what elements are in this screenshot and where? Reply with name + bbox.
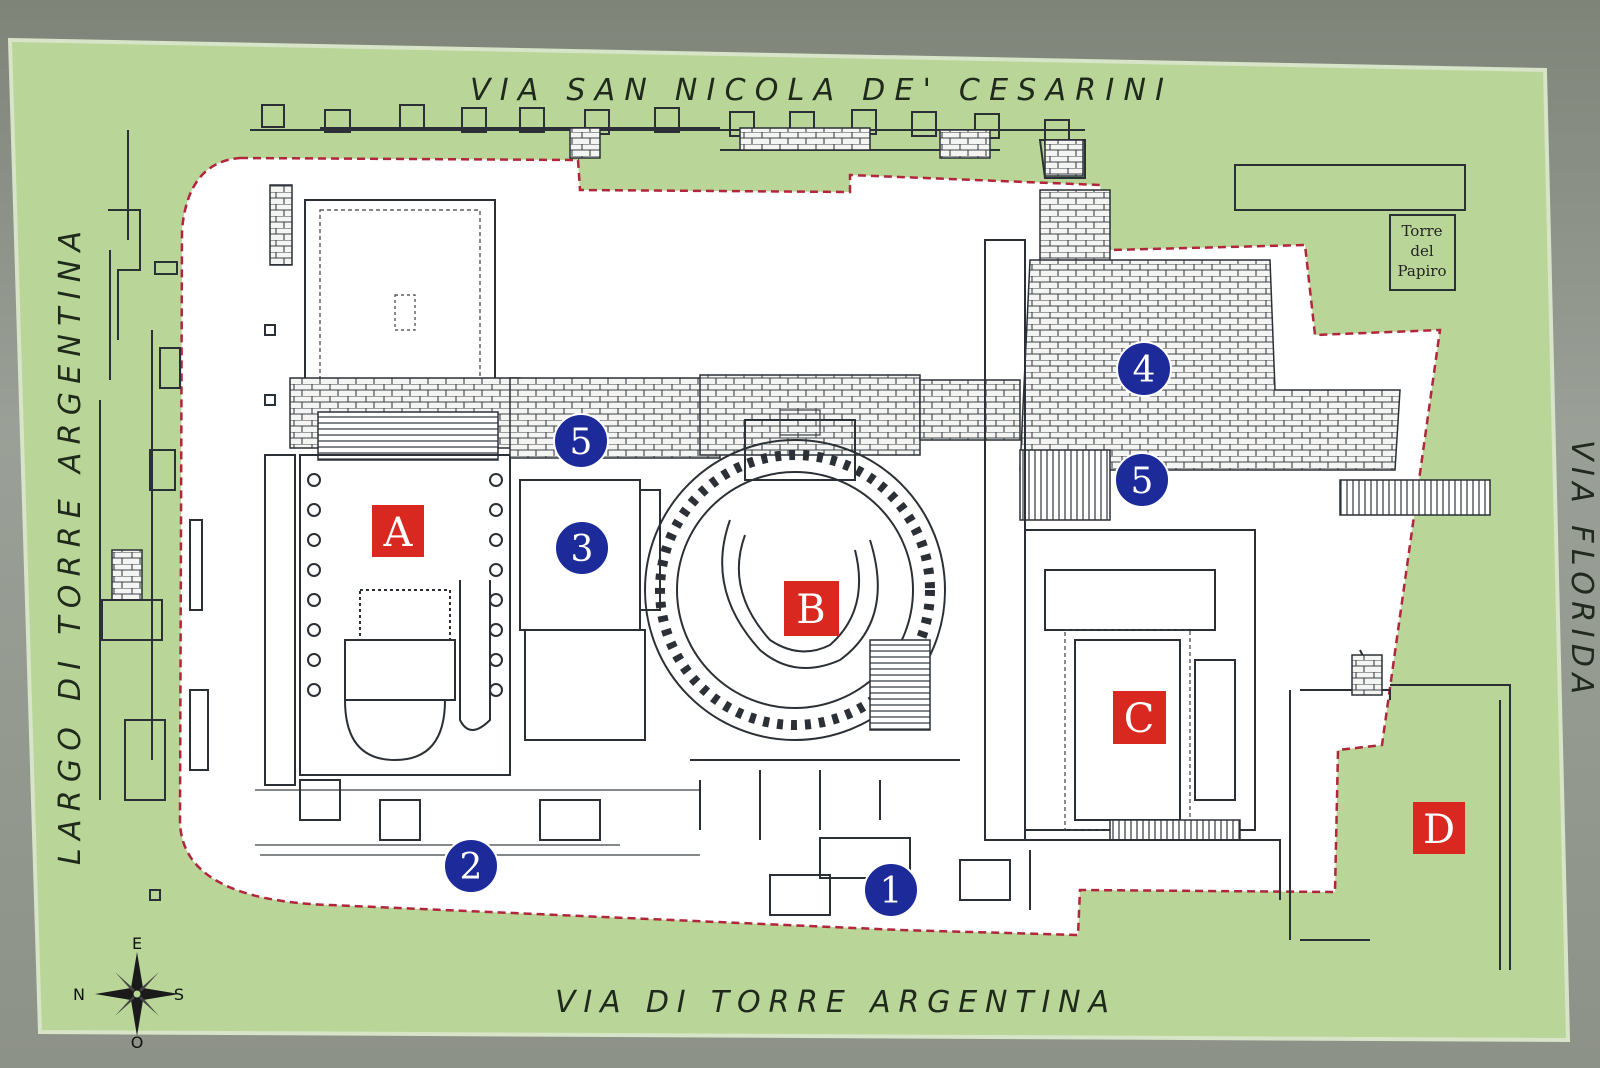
svg-text:B: B: [796, 587, 825, 633]
column-drum: [307, 563, 321, 577]
compass-west: O: [131, 1033, 144, 1052]
column-drum: [489, 533, 503, 547]
street-south: VIA DI TORRE ARGENTINA: [555, 985, 1115, 1020]
column-drum: [307, 593, 321, 607]
compass-south: S: [174, 985, 184, 1004]
column-drum: [489, 473, 503, 487]
svg-text:D: D: [1423, 807, 1455, 853]
temple-a-columns: [307, 473, 503, 697]
temple-a-plan: [255, 184, 700, 856]
point-marker-5a: 5: [553, 413, 609, 469]
compass-east: E: [132, 934, 142, 953]
torre-label-line2: del: [1410, 242, 1433, 260]
street-west: LARGO DI TORRE ARGENTINA: [53, 225, 88, 865]
svg-text:A: A: [383, 510, 414, 556]
column-drum: [307, 623, 321, 637]
temple-marker-c: C: [1113, 691, 1166, 744]
svg-text:1: 1: [880, 871, 903, 912]
column-drum: [307, 473, 321, 487]
street-north: VIA SAN NICOLA DE' CESARINI: [470, 73, 1170, 108]
western-ruins: [99, 130, 209, 901]
temple-d-plan: [1289, 649, 1511, 970]
svg-text:5: 5: [570, 422, 593, 463]
column-drum: [489, 593, 503, 607]
torre-label-line3: Papiro: [1398, 262, 1447, 280]
temple-marker-b: B: [784, 581, 839, 636]
svg-text:C: C: [1124, 696, 1155, 742]
point-marker-4: 4: [1116, 341, 1172, 397]
temple-marker-a: A: [372, 505, 424, 557]
compass-rose-icon: E O N S: [73, 934, 184, 1052]
building-3-plan: [509, 377, 721, 741]
point-marker-5b: 5: [1114, 452, 1170, 508]
column-drum: [489, 653, 503, 667]
torre-del-papiro: Torre del Papiro: [1234, 164, 1466, 291]
column-drum: [307, 653, 321, 667]
column-drum: [489, 683, 503, 697]
column-drum: [489, 623, 503, 637]
column-drum: [489, 503, 503, 517]
street-east: VIA FLORIDA: [1564, 440, 1599, 700]
temple-c-plan: [769, 189, 1491, 916]
column-drum: [307, 533, 321, 547]
temple-b-plan: [644, 374, 1021, 879]
svg-text:2: 2: [460, 847, 483, 888]
torre-label-line1: Torre: [1401, 222, 1442, 240]
temple-marker-d: D: [1413, 802, 1465, 854]
svg-text:5: 5: [1131, 461, 1154, 502]
point-marker-2: 2: [443, 838, 499, 894]
column-drum: [489, 563, 503, 577]
column-drum: [307, 503, 321, 517]
svg-text:4: 4: [1133, 350, 1156, 391]
point-marker-1: 1: [863, 862, 919, 918]
northern-ruins: [250, 104, 1086, 179]
svg-text:3: 3: [571, 529, 594, 570]
point-marker-3: 3: [554, 520, 610, 576]
column-drum: [307, 683, 321, 697]
compass-north: N: [73, 985, 85, 1004]
